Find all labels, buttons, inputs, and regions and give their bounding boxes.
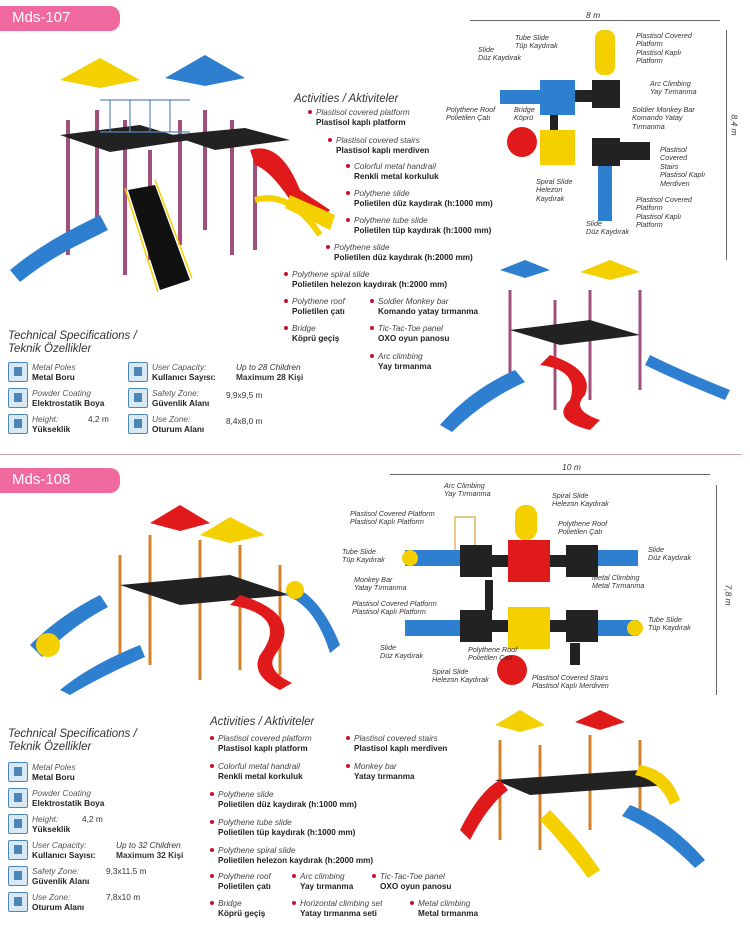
plan-height-dim: 7,8 m xyxy=(723,584,734,606)
activities-title: Activities / Aktiviteler xyxy=(210,716,315,728)
tech-spec-title: Technical Specifications /Teknik Özellik… xyxy=(8,728,137,753)
plan-width-dim: 8 m xyxy=(586,10,601,20)
use-zone-icon xyxy=(128,414,148,434)
product-tag: Mds-108 xyxy=(0,468,120,493)
safety-zone-icon xyxy=(128,388,148,408)
height-icon xyxy=(8,814,28,834)
activities-title: Activities / Aktiviteler xyxy=(294,93,399,105)
use-zone-icon xyxy=(8,892,28,912)
section-divider xyxy=(0,454,742,455)
paint-icon xyxy=(8,788,28,808)
children-icon xyxy=(8,840,28,860)
spec-capacity: User Capacity:Kullanıcı Sayısı:Up to 28 … xyxy=(128,362,328,384)
floor-plan-107 xyxy=(500,30,650,221)
children-icon xyxy=(128,362,148,382)
tech-spec-title: Technical Specifications /Teknik Özellik… xyxy=(8,330,137,355)
pole-icon xyxy=(8,362,28,382)
safety-zone-icon xyxy=(8,866,28,886)
plan-width-dim: 10 m xyxy=(562,462,581,472)
product-tag: Mds-107 xyxy=(0,6,120,31)
paint-icon xyxy=(8,388,28,408)
pole-icon xyxy=(8,762,28,782)
playground-render-107 xyxy=(10,55,335,293)
playground-render-108 xyxy=(30,505,340,695)
playground-render-107-alt xyxy=(440,260,730,432)
plan-height-dim: 8,4 m xyxy=(729,114,740,136)
floor-plan-108 xyxy=(402,505,643,685)
playground-render-108-alt xyxy=(460,710,705,878)
spec-capacity: User Capacity:Kullanıcı Sayısı:Up to 32 … xyxy=(8,840,208,862)
height-icon xyxy=(8,414,28,434)
